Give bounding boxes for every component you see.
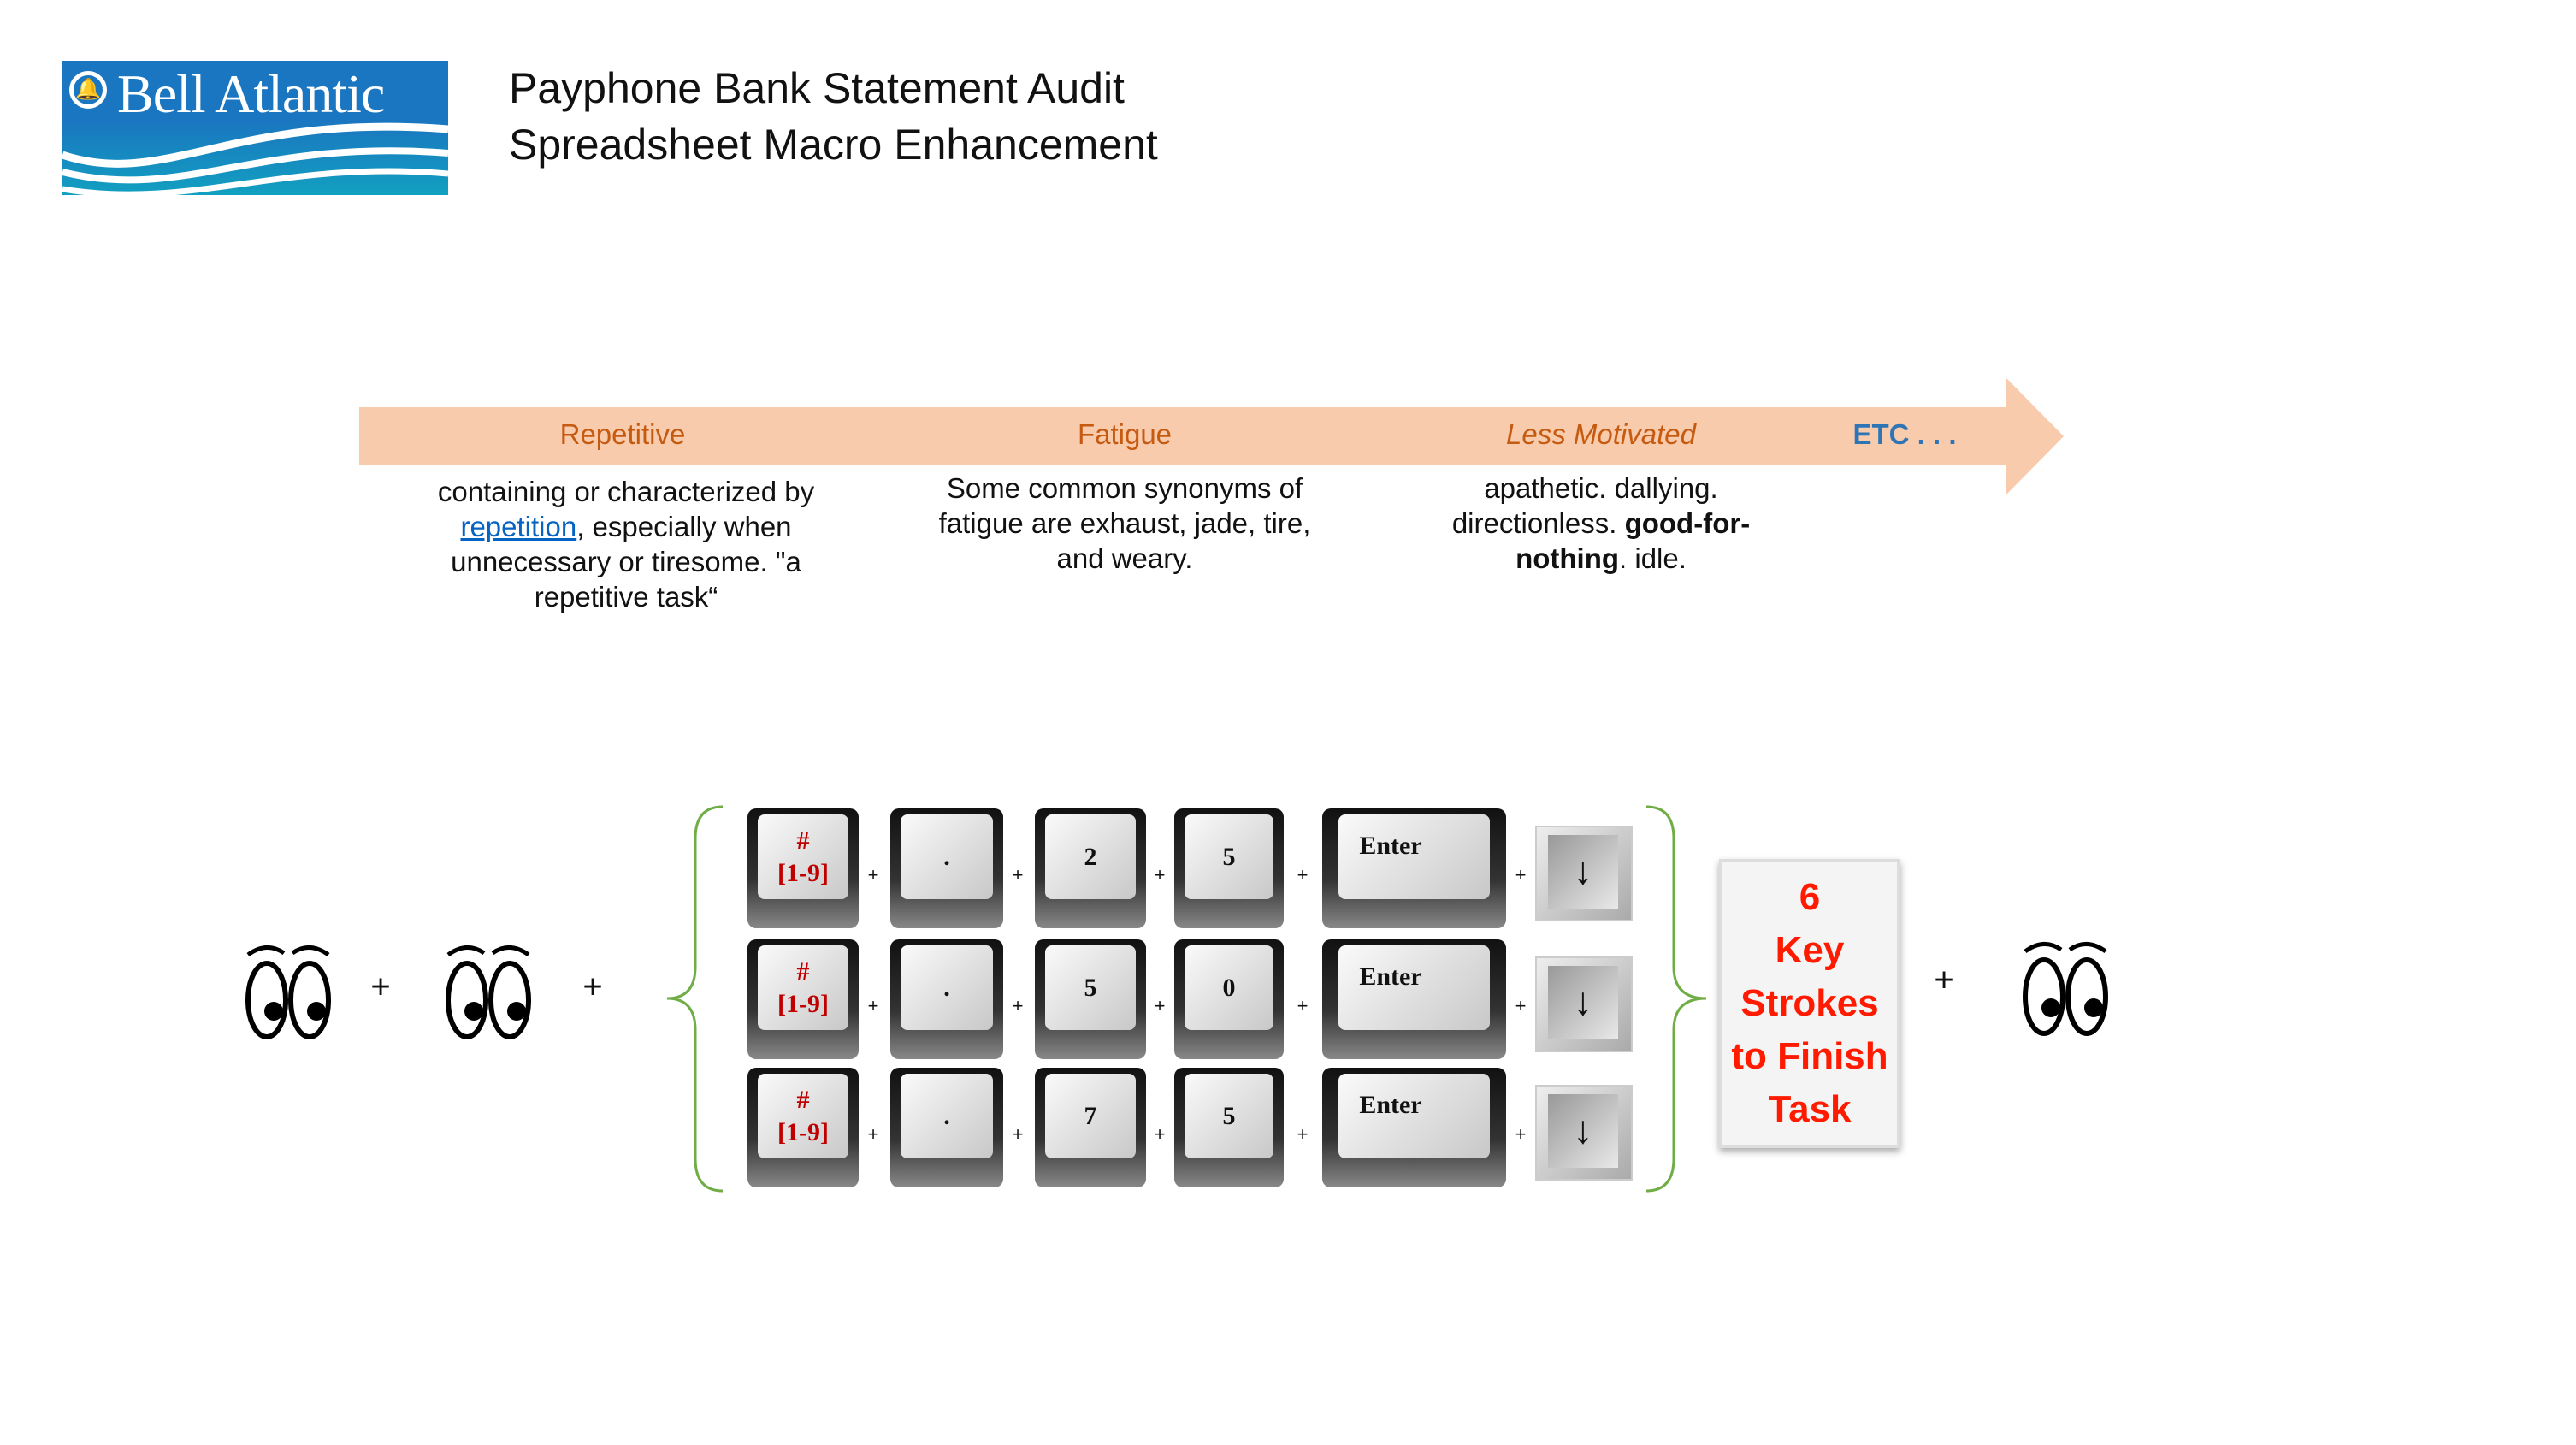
plus-sign: + <box>1012 864 1024 885</box>
plus-sign: + <box>1297 864 1309 885</box>
key-label: Enter <box>1338 1074 1490 1159</box>
logo-text: Bell Atlantic <box>117 63 385 124</box>
callout-text: Strokes <box>1740 982 1879 1024</box>
key-text: . <box>943 973 950 1002</box>
arrow-down-icon: ↓ <box>1548 834 1618 909</box>
keystroke-count-callout: 6 Key Strokes to Finish Task <box>1719 859 1900 1148</box>
waves-icon <box>62 122 448 195</box>
key-text: 2 <box>1084 842 1097 871</box>
digit-key: 5 <box>1174 808 1284 928</box>
key-text: 5 <box>1222 1101 1236 1130</box>
key-text: [1-9] <box>777 858 829 887</box>
decimal-key: . <box>890 939 1003 1059</box>
decimal-key: . <box>890 1068 1003 1187</box>
plus-sign: + <box>867 995 879 1016</box>
title-line-1: Payphone Bank Statement Audit <box>509 64 1125 112</box>
callout-count: 6 <box>1799 876 1821 918</box>
plus-sign: + <box>867 1123 879 1145</box>
key-text: 0 <box>1222 973 1236 1002</box>
key-text: 5 <box>1084 973 1097 1002</box>
stage-label-etc: ETC . . . <box>1852 418 1957 450</box>
key-label: 0 <box>1184 945 1274 1031</box>
key-text: Enter <box>1359 1091 1422 1119</box>
right-brace <box>1645 805 1707 1193</box>
key-label: # [1-9] <box>757 1074 849 1159</box>
key-text: [1-9] <box>777 989 829 1018</box>
repetition-link[interactable]: repetition <box>460 511 577 542</box>
key-label: # [1-9] <box>757 945 849 1031</box>
stage-label-less-motivated: Less Motivated <box>1506 418 1696 450</box>
digit-key: 5 <box>1174 1068 1284 1187</box>
key-text: Enter <box>1359 962 1422 991</box>
digit-key: 2 <box>1035 808 1146 928</box>
arrow-down-icon: ↓ <box>1548 1093 1618 1169</box>
plus-sign: + <box>1012 995 1024 1016</box>
key-label: 5 <box>1044 945 1137 1031</box>
timeline-arrow <box>359 378 2064 494</box>
enter-key: Enter <box>1322 1068 1506 1187</box>
key-text: . <box>943 1101 950 1130</box>
callout-text: to Finish <box>1731 1035 1888 1077</box>
plus-sign: + <box>1154 864 1166 885</box>
bell-icon: 🔔 <box>69 71 107 109</box>
left-brace <box>666 805 724 1193</box>
key-text: 5 <box>1222 842 1236 871</box>
eyes-icon <box>2023 942 2108 1036</box>
enter-key: Enter <box>1322 939 1506 1059</box>
key-text: 7 <box>1084 1101 1097 1130</box>
key-text: . <box>943 842 950 871</box>
eyes-icon <box>245 945 331 1039</box>
down-arrow-key: ↓ <box>1535 826 1633 921</box>
plus-sign: + <box>867 864 879 885</box>
digit-range-key: # [1-9] <box>747 808 859 928</box>
key-label: . <box>900 814 994 900</box>
stage-label-repetitive: Repetitive <box>559 418 686 450</box>
stage-body-fatigue: Some common synonyms of fatigue are exha… <box>938 472 1311 574</box>
plus-sign: + <box>1154 1123 1166 1145</box>
key-label: 5 <box>1184 814 1274 900</box>
callout-text: Task <box>1768 1088 1852 1130</box>
down-arrow-key: ↓ <box>1535 1085 1633 1181</box>
title-line-2: Spreadsheet Macro Enhancement <box>509 121 1158 169</box>
plus-sign: + <box>370 968 391 1006</box>
key-text: Enter <box>1359 832 1422 860</box>
key-label: . <box>900 945 994 1031</box>
key-text: [1-9] <box>777 1117 829 1146</box>
key-label: 5 <box>1184 1074 1274 1159</box>
plus-sign: + <box>1012 1123 1024 1145</box>
plus-sign: + <box>1515 864 1527 885</box>
down-arrow-key: ↓ <box>1535 956 1633 1052</box>
plus-sign: + <box>1297 995 1309 1016</box>
decimal-key: . <box>890 808 1003 928</box>
callout-text: Key <box>1775 929 1845 971</box>
digit-key: 7 <box>1035 1068 1146 1187</box>
stage-body-repetitive: containing or characterized by repetitio… <box>437 476 815 613</box>
arrow-down-icon: ↓ <box>1548 965 1618 1040</box>
plus-sign: + <box>1297 1123 1309 1145</box>
plus-sign: + <box>1154 995 1166 1016</box>
enter-key: Enter <box>1322 808 1506 928</box>
key-label: Enter <box>1338 814 1490 900</box>
plus-sign: + <box>1934 961 1954 999</box>
plus-sign: + <box>1515 995 1527 1016</box>
stage-body-less-motivated: apathetic. dallying. directionless. good… <box>1451 472 1751 574</box>
eyes-icon <box>446 945 531 1039</box>
key-text: # <box>796 826 810 855</box>
digit-key: 5 <box>1035 939 1146 1059</box>
stage-label-fatigue: Fatigue <box>1077 418 1173 450</box>
plus-sign: + <box>582 968 603 1006</box>
key-label: Enter <box>1338 945 1490 1031</box>
key-label: 7 <box>1044 1074 1137 1159</box>
key-text: # <box>796 1085 810 1114</box>
digit-range-key: # [1-9] <box>747 939 859 1059</box>
key-label: . <box>900 1074 994 1159</box>
plus-sign: + <box>1515 1123 1527 1145</box>
digit-key: 0 <box>1174 939 1284 1059</box>
key-label: # [1-9] <box>757 814 849 900</box>
digit-range-key: # [1-9] <box>747 1068 859 1187</box>
key-text: # <box>796 956 810 986</box>
bell-atlantic-logo: 🔔 Bell Atlantic <box>62 61 448 195</box>
key-label: 2 <box>1044 814 1137 900</box>
